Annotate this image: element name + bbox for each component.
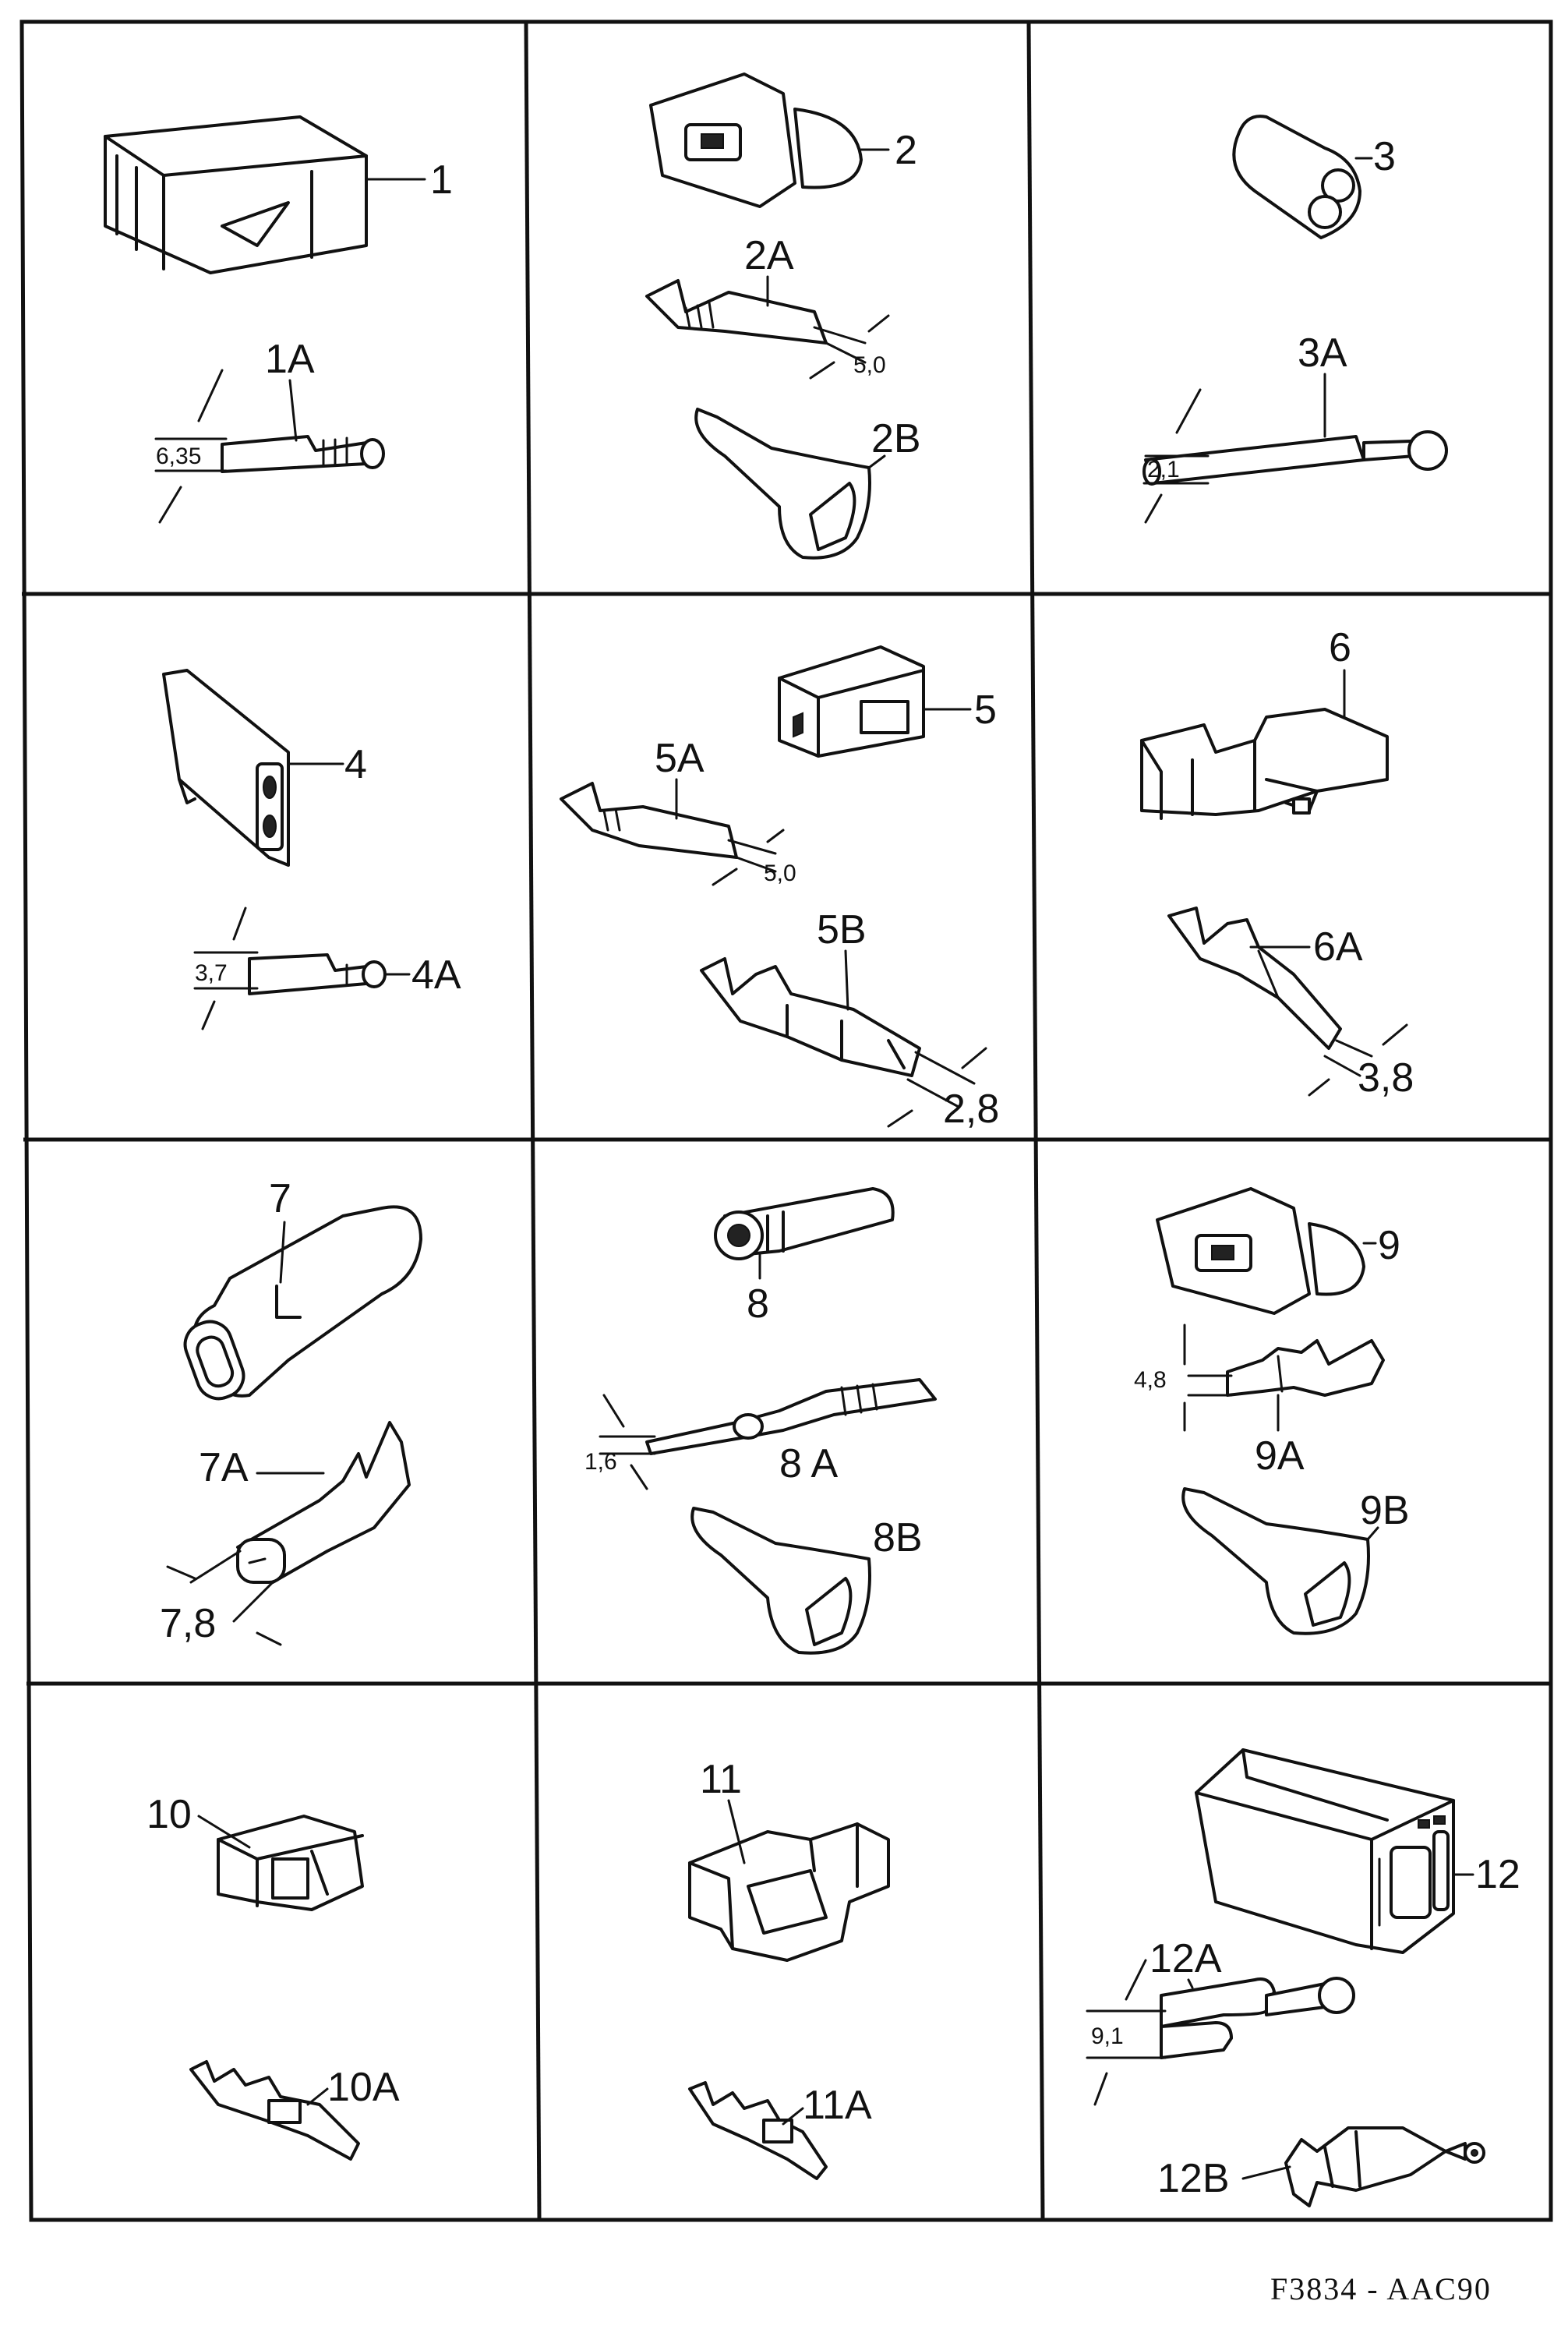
connector-housing-10 (217, 1815, 364, 1911)
label-3: 3 (1373, 134, 1396, 179)
label-1: 1 (430, 157, 453, 203)
label-8a: 8 A (779, 1441, 838, 1486)
terminal-10a (189, 2060, 360, 2161)
dimension-6-35: 6,35 (156, 444, 201, 469)
cell-9: 9 4,8 9A 9B (1134, 1187, 1410, 1635)
boot-2b (694, 408, 871, 560)
terminal-7a (236, 1421, 411, 1584)
label-12a: 12A (1150, 1936, 1222, 1981)
label-5: 5 (974, 687, 997, 733)
label-8: 8 (747, 1281, 769, 1327)
label-7a: 7A (199, 1445, 249, 1490)
label-12: 12 (1475, 1852, 1520, 1897)
label-2: 2 (895, 128, 917, 173)
cell-3: 3 3A 2,1 (1142, 115, 1448, 524)
label-9b: 9B (1360, 1488, 1410, 1533)
dimension-9-1: 9,1 (1091, 2023, 1124, 2049)
label-5a: 5A (655, 736, 705, 781)
label-9: 9 (1378, 1223, 1400, 1268)
cell-7: 7 7A 7,8 (160, 1176, 422, 1646)
label-11a: 11A (803, 2083, 872, 2128)
connector-housing-8 (714, 1187, 895, 1260)
terminal-3a (1142, 430, 1448, 486)
label-6a: 6A (1313, 924, 1363, 970)
figure-code: F3834 - AAC90 (1270, 2271, 1492, 2306)
connector-housing-1 (104, 115, 368, 274)
boot-12b (1284, 2126, 1485, 2207)
cell-8: 8 8 A 1,6 8B (584, 1187, 937, 1655)
dimension-7-8: 7,8 (160, 1601, 216, 1646)
dimension-3-7: 3,7 (195, 960, 228, 986)
label-10: 10 (147, 1792, 192, 1837)
cell-12: 12 12A 9,1 12B (1086, 1748, 1520, 2207)
terminal-5b (700, 957, 921, 1077)
label-1a: 1A (265, 337, 315, 382)
dimension-4-8: 4,8 (1134, 1367, 1167, 1393)
connector-housing-11 (688, 1822, 890, 1962)
terminal-5a (560, 782, 738, 859)
boot-9b (1181, 1487, 1370, 1635)
terminal-4a (248, 953, 387, 995)
cell-4: 4 4A 3,7 (162, 669, 461, 1030)
label-9a: 9A (1255, 1433, 1305, 1479)
label-2a: 2A (744, 233, 794, 278)
label-5b: 5B (817, 907, 867, 952)
cell-10: 10 10A (147, 1792, 400, 2161)
terminal-2a (645, 279, 828, 345)
label-10a: 10A (327, 2065, 400, 2110)
dimension-5-0-b: 5,0 (764, 861, 796, 886)
cell-1: 1 1A 6,35 (104, 115, 453, 524)
label-4a: 4A (411, 952, 461, 998)
terminal-9a (1226, 1339, 1385, 1397)
dimension-2-8: 2,8 (943, 1087, 999, 1132)
cell-11: 11 11A (688, 1757, 890, 2180)
dimension-2-1: 2,1 (1147, 457, 1180, 482)
terminal-11a (688, 2081, 828, 2180)
connector-housing-3 (1232, 115, 1361, 239)
connector-housing-5 (778, 645, 925, 758)
connector-housing-12 (1195, 1748, 1455, 1954)
label-12b: 12B (1157, 2156, 1230, 2201)
label-3a: 3A (1298, 330, 1347, 376)
label-11: 11 (700, 1757, 742, 1802)
connector-housing-4 (162, 669, 290, 867)
grid-frame (19, 19, 1553, 2222)
terminal-1a (221, 435, 385, 473)
connector-housing-9 (1156, 1187, 1365, 1315)
terminal-6a (1167, 907, 1342, 1050)
connector-housing-7 (183, 1205, 422, 1401)
label-2b: 2B (871, 416, 921, 461)
label-8b: 8B (873, 1515, 923, 1560)
connector-housing-6 (1140, 708, 1389, 820)
cell-2: 2 2A 5,0 2B (645, 72, 921, 560)
terminal-8a (645, 1378, 937, 1455)
cell-5: 5 5A 5,0 5B 2,8 (560, 645, 999, 1132)
terminal-12a (1160, 1977, 1355, 2059)
label-4: 4 (344, 742, 367, 787)
dimension-3-8: 3,8 (1358, 1055, 1414, 1101)
boot-8b (690, 1507, 871, 1655)
connector-housing-2 (649, 72, 863, 208)
label-6: 6 (1329, 625, 1351, 670)
dimension-1-6: 1,6 (584, 1449, 617, 1475)
label-7: 7 (269, 1176, 291, 1221)
dimension-5-0-a: 5,0 (853, 352, 886, 378)
cell-6: 6 6A 3,8 (1140, 625, 1414, 1101)
